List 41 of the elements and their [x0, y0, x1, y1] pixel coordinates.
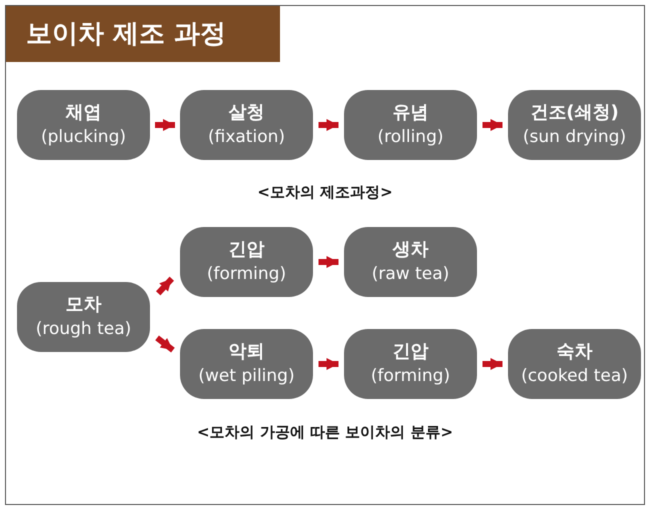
arrow: [318, 358, 338, 370]
korean-step-name: 악퇴: [228, 340, 264, 364]
english-step-name: (rough tea): [36, 318, 132, 341]
korean-step-name: 긴압: [392, 340, 428, 364]
korean-step-name: 유념: [392, 101, 428, 125]
english-step-name: (rolling): [377, 126, 444, 149]
english-step-name: (fixation): [208, 126, 285, 149]
section-caption: <모차의 제조과정>: [257, 183, 393, 201]
process-box: [344, 90, 477, 160]
process-box: [508, 90, 641, 160]
korean-step-name: 채엽: [66, 101, 102, 125]
korean-step-name: 살청: [228, 101, 264, 125]
korean-step-name: 생차: [392, 238, 428, 262]
korean-step-name: 건조(쇄청): [530, 101, 619, 125]
english-step-name: (forming): [370, 365, 450, 388]
english-step-name: (cooked tea): [521, 365, 628, 388]
process-box: [180, 329, 313, 399]
arrow: [155, 119, 175, 131]
arrow: [156, 276, 174, 296]
process-box: [344, 227, 477, 297]
english-step-name: (raw tea): [372, 263, 450, 286]
arrow: [482, 119, 502, 131]
arrow: [318, 256, 338, 268]
process-box: [508, 329, 641, 399]
process-box: [180, 227, 313, 297]
korean-step-name: 긴압: [228, 238, 264, 262]
arrow: [482, 358, 502, 370]
english-step-name: (wet piling): [198, 365, 295, 388]
arrow: [318, 119, 338, 131]
process-box: [17, 90, 150, 160]
process-box: [17, 282, 150, 352]
english-step-name: (plucking): [40, 126, 126, 149]
section-caption: <모차의 가공에 따른 보이차의 분류>: [196, 423, 454, 441]
english-step-name: (forming): [206, 263, 286, 286]
process-box: [344, 329, 477, 399]
korean-step-name: 모차: [66, 293, 102, 317]
title-banner: 보이차 제조 과정: [6, 6, 280, 62]
english-step-name: (sun drying): [522, 126, 626, 149]
process-box: [180, 90, 313, 160]
arrow: [155, 336, 175, 352]
korean-step-name: 숙차: [556, 340, 592, 364]
